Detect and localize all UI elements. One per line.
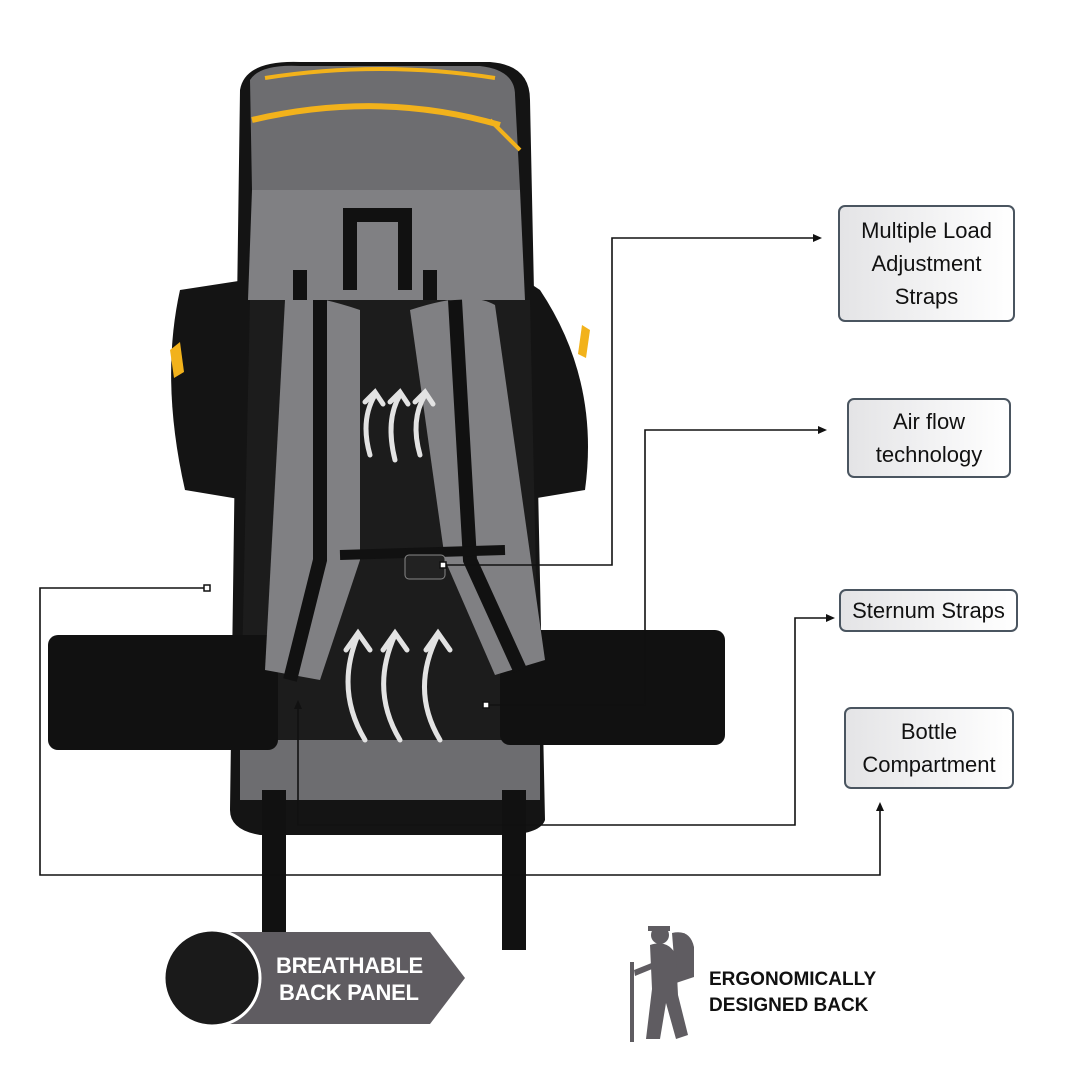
callout-sternum-straps: Sternum Straps (839, 589, 1018, 632)
breathable-label-line2: BACK PANEL (279, 980, 419, 1005)
ergonomic-label-line2: DESIGNED BACK (709, 995, 869, 1016)
connector-sternum (297, 617, 828, 826)
airflow-arrows (343, 388, 453, 743)
top-lid (250, 65, 520, 190)
callout-air-flow: Air flow technology (847, 398, 1011, 478)
connector-bottle (39, 587, 881, 876)
mesh-swatch (162, 928, 262, 1028)
callout-load-straps: Multiple Load Adjustment Straps (838, 205, 1015, 322)
left-hip-belt (48, 635, 278, 750)
right-side-pocket (525, 280, 588, 500)
hiker-icon (630, 926, 694, 1042)
connector-air-flow (486, 429, 820, 706)
breathable-label-line1: BREATHABLE (276, 953, 423, 978)
left-shoulder-strap (265, 296, 360, 680)
sternum-strap (339, 545, 506, 560)
callout-bottle-compartment: Bottle Compartment (844, 707, 1014, 789)
ergonomic-label-line1: ERGONOMICALLY (709, 969, 877, 990)
left-side-pocket (171, 280, 245, 500)
connector-load-straps (443, 237, 815, 566)
right-shoulder-strap (410, 298, 545, 675)
breathable-badge-banner (200, 932, 465, 1024)
right-hip-belt (500, 630, 725, 745)
